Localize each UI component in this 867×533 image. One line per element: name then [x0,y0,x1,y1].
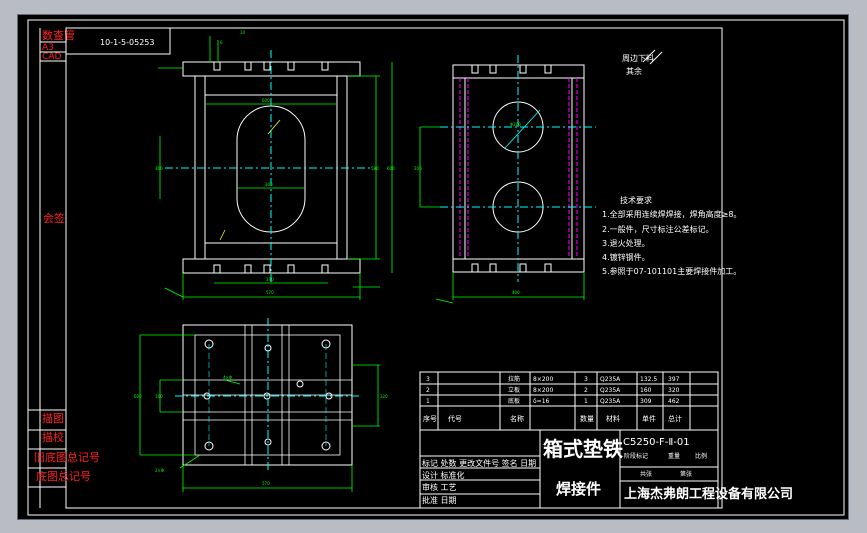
sidebar-label-2: A3 [42,43,54,53]
front-view[interactable]: 600 300 190 570 580 600 360 6 10 [155,30,395,300]
part-subtitle: 焊接件 [556,480,601,498]
sidebar-label-1: 数查管 [42,28,75,42]
svg-text:8×200: 8×200 [533,376,553,383]
svg-text:580: 580 [371,166,379,171]
svg-text:320: 320 [380,394,388,399]
svg-text:2: 2 [584,387,588,394]
parts-header-row: 序号 代号 名称 数量 材料 单件 总计 [423,414,682,423]
weld-note-line1: 周边下料 [622,53,654,63]
parts-row-1: 3 拉筋 8×200 3 Q235A 132.5 397 [426,375,680,383]
svg-text:2×Φ: 2×Φ [155,468,164,473]
svg-text:320: 320 [668,387,680,394]
sidebar-countersign-label: 会签 [43,211,65,225]
svg-text:拉筋: 拉筋 [508,375,520,383]
scale-labels: 阶段标记 重量 比例 共张 第张 [624,452,707,478]
svg-text:材料: 材料 [606,414,620,423]
svg-text:8×200: 8×200 [533,387,553,394]
tech-item-2: 2.一般件，尺寸标注公差标记。 [602,224,714,234]
tech-requirements: 技术要求 1.全部采用连续焊焊接，焊角高度≥8。 2.一般件，尺寸标注公差标记。… [602,195,741,276]
svg-text:200: 200 [414,166,422,171]
svg-text:Q235A: Q235A [600,398,621,405]
svg-text:总计: 总计 [668,414,682,423]
drawing-code-box [65,27,171,55]
svg-text:3: 3 [584,376,588,383]
drawing-code: 10-1-5-05253 [100,38,154,47]
tech-item-3: 3.退火处理。 [602,238,650,248]
svg-text:1: 1 [584,398,588,405]
svg-text:397: 397 [668,376,680,383]
sheet-border [27,19,845,516]
svg-text:阶段标记: 阶段标记 [624,452,648,460]
sign-row-2: 设计 标准化 [422,470,465,480]
parts-row-2: 2 立板 8×200 2 Q235A 160 320 [426,386,680,394]
svg-text:δ=16: δ=16 [533,398,550,405]
svg-text:570: 570 [262,481,270,486]
svg-text:462: 462 [668,398,680,405]
svg-text:3: 3 [426,376,430,383]
svg-text:Q235A: Q235A [600,387,621,394]
part-code: C5250-F-Ⅱ-01 [623,437,690,448]
part-name: 箱式垫铁 [543,437,623,461]
svg-text:2: 2 [426,387,430,394]
svg-text:Φ200: Φ200 [510,122,521,127]
drawing-viewport[interactable] [17,14,849,520]
svg-text:重量: 重量 [668,452,680,460]
parts-row-3: 1 底板 δ=16 1 Q235A 309 462 [426,397,680,405]
svg-text:400: 400 [512,290,520,295]
svg-text:300: 300 [265,182,273,187]
svg-text:立板: 立板 [508,386,520,394]
side-view[interactable]: 400 200 Φ200 [414,55,596,304]
svg-text:序号: 序号 [423,414,437,423]
title-block [419,371,719,509]
front-oblong-hole [236,105,306,233]
svg-text:570: 570 [266,290,274,295]
svg-text:190: 190 [266,277,274,282]
tech-title: 技术要求 [620,195,652,205]
sidebar-label-old: 旧底图总记号 [34,450,100,464]
svg-text:6: 6 [220,40,223,45]
svg-text:132.5: 132.5 [640,376,657,383]
weld-note-line2: 其余 [626,66,642,76]
sidebar-top-labels: 数查管 A3 CAD [40,28,75,62]
svg-text:4×Φ: 4×Φ [223,375,232,380]
svg-text:1: 1 [426,398,430,405]
sign-row-4: 批准 日期 [422,495,457,505]
svg-text:600: 600 [387,166,395,171]
drawing-border [65,27,723,509]
tech-item-4: 4.镀锌钢件。 [602,252,650,262]
svg-text:单件: 单件 [642,414,656,423]
sidebar-label-check: 描校 [42,430,64,444]
sign-rows: 标记 处数 更改文件号 签名 日期 设计 标准化 审核 工艺 批准 日期 [422,458,536,505]
svg-text:309: 309 [640,398,652,405]
svg-text:第张: 第张 [680,470,692,478]
svg-text:数量: 数量 [580,414,594,423]
svg-text:600: 600 [262,98,270,103]
svg-text:代号: 代号 [448,414,462,423]
tech-item-1: 1.全部采用连续焊焊接，焊角高度≥8。 [602,209,741,219]
svg-text:160: 160 [155,394,163,399]
svg-text:600: 600 [134,394,142,399]
top-view[interactable]: 570 600 160 320 4×Φ 2×Φ [134,318,388,492]
svg-text:360: 360 [155,166,163,171]
sidebar-bottom-labels: 描图 描校 旧底图总记号 底图总记号 [28,409,100,488]
company-name: 上海杰弗朗工程设备有限公司 [624,486,793,502]
sign-row-1: 标记 处数 更改文件号 签名 日期 [422,458,536,468]
svg-text:比例: 比例 [695,452,707,460]
svg-text:共张: 共张 [640,470,652,478]
svg-text:名称: 名称 [510,414,524,423]
sidebar-label-trace: 描图 [42,411,64,425]
svg-text:底板: 底板 [508,397,520,405]
svg-text:160: 160 [640,387,652,394]
weld-note: 周边下料 其余 [622,49,663,76]
svg-text:Q235A: Q235A [600,376,621,383]
sidebar-label-3: CAD [42,52,61,62]
parts-list: 3 拉筋 8×200 3 Q235A 132.5 397 2 立板 8×200 … [423,375,682,423]
svg-text:10: 10 [240,30,246,35]
tech-item-5: 5.参照于07-101101主要焊接件加工。 [602,266,741,276]
sidebar-label-base: 底图总记号 [36,469,91,483]
sign-row-3: 审核 工艺 [422,482,457,492]
